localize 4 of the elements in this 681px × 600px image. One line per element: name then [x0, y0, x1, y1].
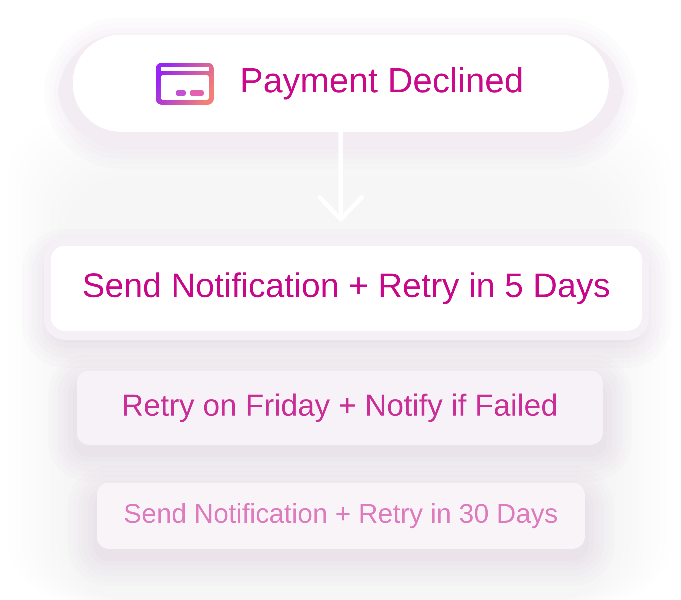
step-box: Send Notification + Retry in 30 Days [97, 483, 585, 549]
step-box: Retry on Friday + Notify if Failed [77, 371, 603, 445]
step-box: Send Notification + Retry in 5 Days [51, 246, 642, 331]
pill-box: Payment Declined [73, 35, 609, 132]
